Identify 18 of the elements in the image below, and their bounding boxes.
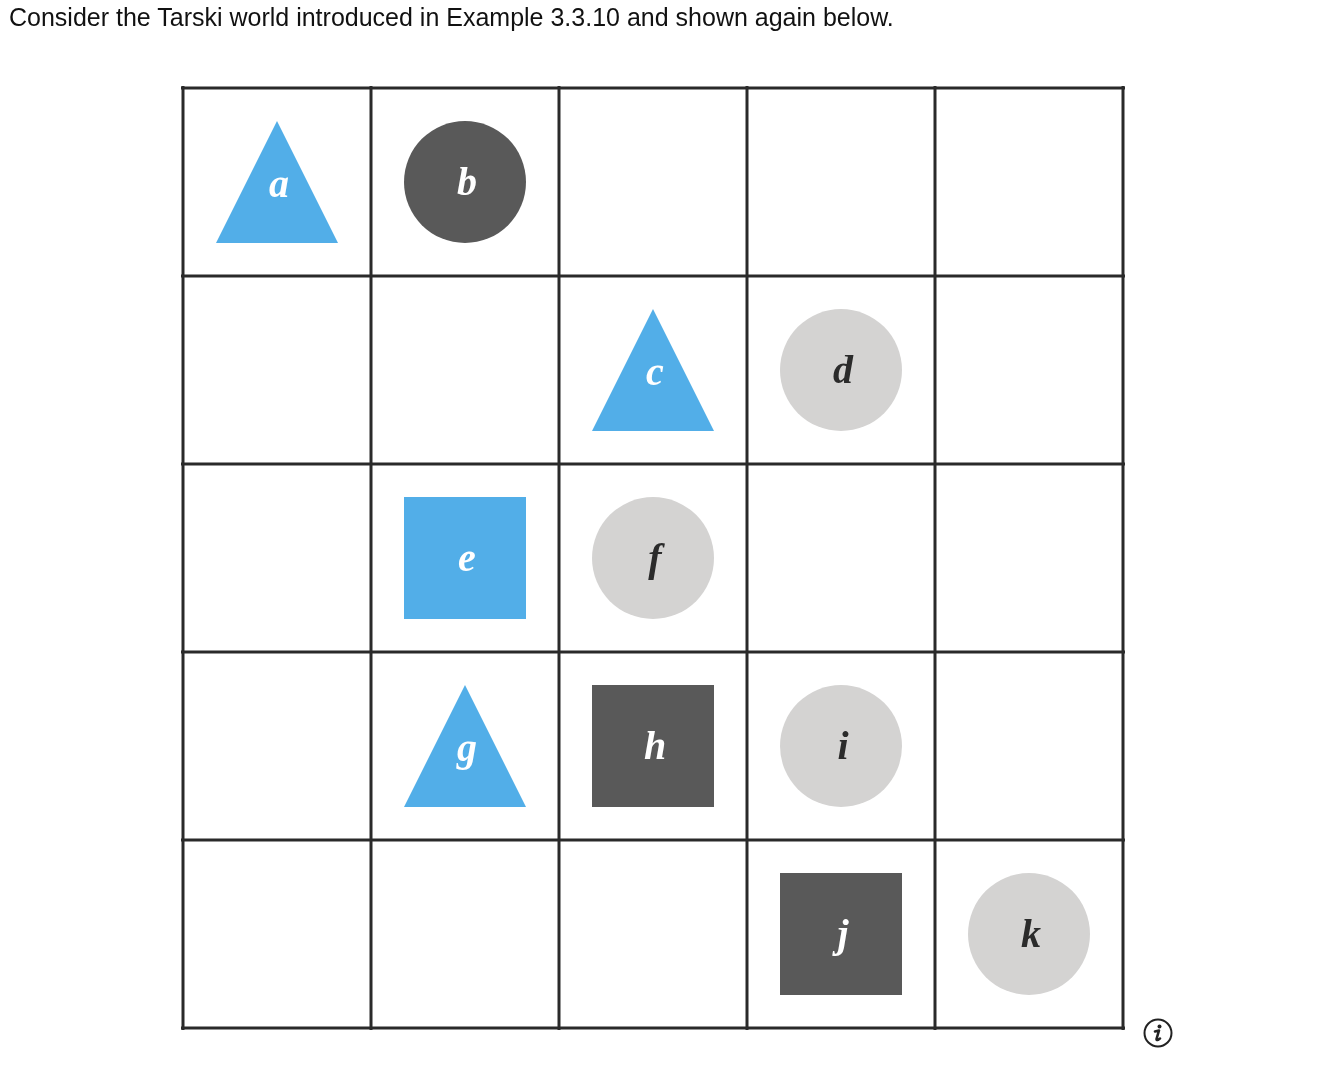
triangle-block xyxy=(592,309,714,431)
object-letter: k xyxy=(1020,911,1042,957)
object-letter: j xyxy=(829,911,853,957)
object-letter: c xyxy=(645,349,665,395)
object-letter: b xyxy=(456,159,478,205)
object-letter: e xyxy=(457,535,477,581)
object-letter: d xyxy=(832,347,855,393)
square-block xyxy=(404,497,526,619)
object-letter: f xyxy=(640,535,666,581)
square-block xyxy=(780,873,902,995)
object-letter: a xyxy=(268,161,290,207)
instruction-text: Consider the Tarski world introduced in Example 3.3.10 and shown again below. xyxy=(9,2,894,32)
object-letter: h xyxy=(642,723,668,769)
object-letter: g xyxy=(455,725,478,771)
triangle-block xyxy=(404,685,526,807)
object-letter: i xyxy=(836,723,850,769)
square-block xyxy=(592,685,714,807)
triangle-block xyxy=(216,121,338,243)
